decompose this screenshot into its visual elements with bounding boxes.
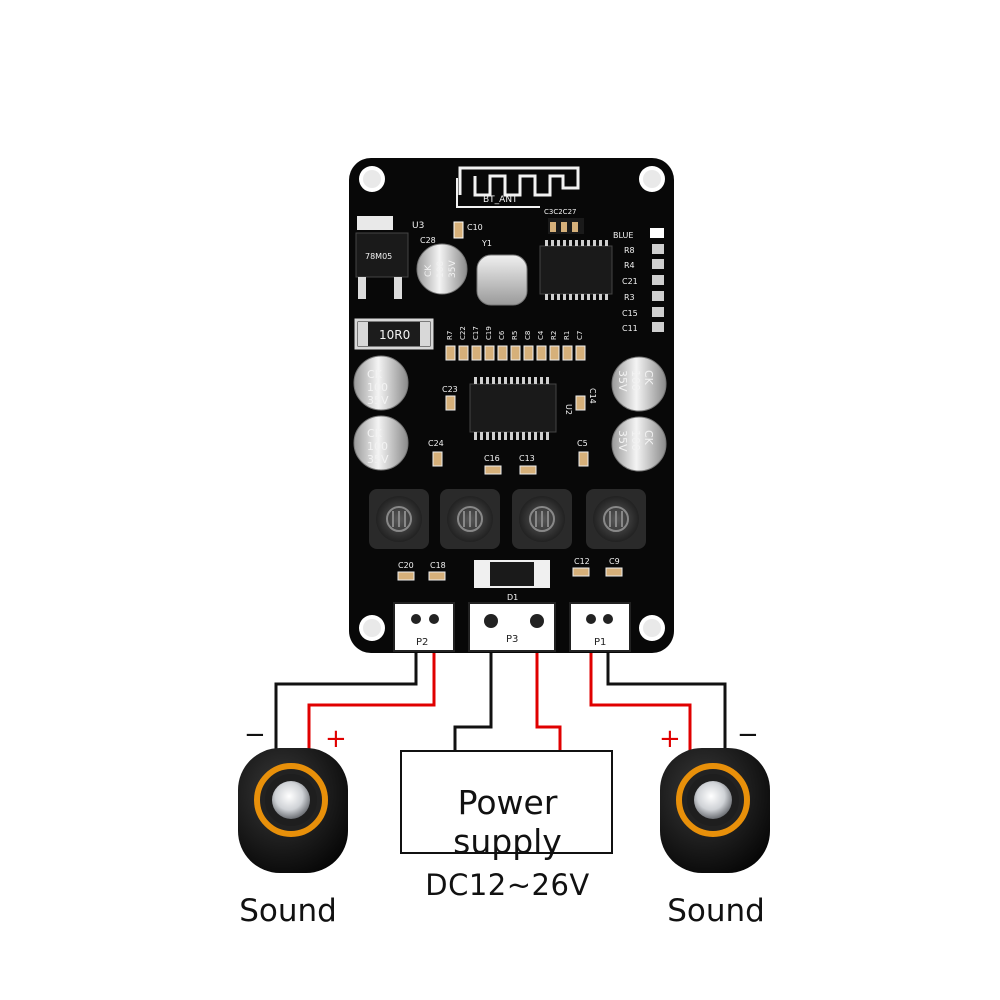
cap-c28-text-value: 100 bbox=[436, 261, 446, 278]
wire-p2-positive bbox=[307, 622, 436, 752]
cap-lt-text-ck: CK bbox=[367, 368, 383, 381]
ref-c13: C13 bbox=[519, 454, 535, 463]
ref-r4: R4 bbox=[624, 261, 635, 270]
cap-c28-text-ck: CK bbox=[424, 264, 434, 277]
ref-y1: Y1 bbox=[481, 239, 492, 248]
ref-r8: R8 bbox=[624, 246, 635, 255]
cap-rt-text-voltage: 35V bbox=[616, 370, 629, 392]
right-plus-sign: + bbox=[659, 724, 681, 754]
ref-c16: C16 bbox=[484, 454, 500, 463]
capacitor-right-bottom: CK 100 35V bbox=[611, 416, 667, 472]
cap-rt-text-value: 100 bbox=[629, 370, 642, 391]
ref-c21: C21 bbox=[622, 277, 638, 286]
cap-rb-text-ck: CK bbox=[642, 430, 655, 446]
ref-c24: C24 bbox=[428, 439, 444, 448]
wire-p3-negative bbox=[453, 624, 493, 752]
ref-c18: C18 bbox=[430, 561, 446, 570]
speaker-right bbox=[660, 748, 770, 873]
cap-lb-text-ck: CK bbox=[367, 427, 383, 440]
inductor-1 bbox=[369, 489, 429, 549]
ref-c20: C20 bbox=[398, 561, 414, 570]
left-minus-sign: − bbox=[244, 720, 266, 750]
capacitor-c28: CK 100 35V C28 bbox=[416, 236, 468, 295]
ref-row-r2: R2 bbox=[550, 331, 558, 340]
inductor-3 bbox=[512, 489, 572, 549]
left-plus-sign: + bbox=[325, 724, 347, 754]
speaker-left bbox=[238, 748, 348, 873]
cap-lt-text-value: 100 bbox=[367, 381, 388, 394]
connector-p1-label: P1 bbox=[594, 637, 606, 648]
ref-u3: U3 bbox=[412, 221, 424, 231]
ref-d1: D1 bbox=[507, 593, 518, 602]
ref-row-r5: R5 bbox=[511, 331, 519, 340]
ref-u2: U2 bbox=[564, 404, 573, 415]
inductor-2 bbox=[440, 489, 500, 549]
sound-left-label: Sound bbox=[239, 893, 337, 929]
cap-lb-text-voltage: 35V bbox=[367, 453, 389, 466]
ref-row-c7: C7 bbox=[576, 331, 584, 340]
cap-rb-text-value: 100 bbox=[629, 430, 642, 451]
crystal-y1: Y1 bbox=[476, 239, 528, 306]
ref-c9: C9 bbox=[609, 557, 620, 566]
inductor-4 bbox=[586, 489, 646, 549]
antenna-label: BT_ANT bbox=[483, 195, 518, 205]
bluetooth-chip: C3C2C27 bbox=[539, 208, 613, 300]
voltage-regulator: 78M05 U3 bbox=[355, 216, 424, 299]
cap-rb-text-voltage: 35V bbox=[616, 430, 629, 452]
led-label: BLUE bbox=[613, 231, 633, 240]
connector-p3[interactable]: P3 bbox=[468, 602, 556, 652]
capacitor-left-top: CK 100 35V bbox=[353, 355, 409, 411]
ref-row-c4: C4 bbox=[537, 330, 545, 340]
cap-rt-text-ck: CK bbox=[642, 370, 655, 386]
capacitor-right-top: CK 100 35V bbox=[611, 356, 667, 412]
ref-r3: R3 bbox=[624, 293, 635, 302]
connector-p2-label: P2 bbox=[416, 637, 428, 648]
ref-row-c8: C8 bbox=[524, 331, 532, 340]
sound-right-label: Sound bbox=[667, 893, 765, 929]
ref-c3c2c27: C3C2C27 bbox=[544, 208, 576, 216]
power-supply-label: Power supply bbox=[453, 783, 562, 861]
bluetooth-antenna: BT_ANT bbox=[456, 166, 580, 208]
power-supply-box bbox=[400, 750, 613, 854]
ref-row-r1: R1 bbox=[563, 331, 571, 340]
regulator-marking: 78M05 bbox=[365, 252, 392, 261]
connector-p3-label: P3 bbox=[506, 634, 518, 645]
ref-row-c22: C22 bbox=[459, 326, 467, 340]
resistor-marking: 10R0 bbox=[379, 328, 410, 342]
amp-caps: C23 C14 C24 C5 C16 C13 bbox=[428, 385, 597, 475]
inductors bbox=[369, 489, 646, 549]
ref-row-c17: C17 bbox=[472, 326, 480, 340]
capacitor-c10 bbox=[453, 221, 464, 239]
right-minus-sign: − bbox=[737, 720, 759, 750]
ref-row-c19: C19 bbox=[485, 326, 493, 340]
ref-c11: C11 bbox=[622, 324, 638, 333]
ref-c10: C10 bbox=[467, 223, 483, 232]
wire-p3-positive bbox=[535, 622, 562, 752]
ref-row-r7: R7 bbox=[446, 331, 454, 340]
cap-c28-text-voltage: 35V bbox=[448, 260, 458, 278]
cap-lb-text-value: 100 bbox=[367, 440, 388, 453]
ref-c5: C5 bbox=[577, 439, 588, 448]
power-resistor: 10R0 bbox=[354, 318, 434, 350]
ref-c15: C15 bbox=[622, 309, 638, 318]
wire-p1-positive bbox=[589, 622, 692, 752]
ref-c23: C23 bbox=[442, 385, 458, 394]
mounting-holes bbox=[359, 166, 665, 641]
component-row: R7 C22 C17 C19 C6 R5 C8 C4 R2 R1 C7 bbox=[445, 326, 586, 361]
ref-c28: C28 bbox=[420, 236, 436, 245]
ref-c12: C12 bbox=[574, 557, 590, 566]
ref-c14: C14 bbox=[588, 388, 597, 404]
cap-lt-text-voltage: 35V bbox=[367, 394, 389, 407]
capacitor-left-bottom: CK 100 35V bbox=[353, 415, 409, 471]
connector-p2[interactable]: P2 bbox=[393, 602, 455, 652]
amplifier-board: BT_ANT 78M05 U3 10R0 CK 100 35V C28 bbox=[349, 158, 674, 653]
amplifier-chip: U2 bbox=[469, 377, 573, 440]
bottom-caps: C20 C18 C12 C9 bbox=[397, 557, 623, 581]
right-component-column: BLUE R8 R4 C21 R3 C15 C11 bbox=[613, 228, 664, 333]
voltage-label: DC12~26V bbox=[425, 868, 590, 902]
connector-p1[interactable]: P1 bbox=[569, 602, 631, 652]
ref-row-c6: C6 bbox=[498, 330, 506, 340]
diode-d1: D1 bbox=[474, 560, 550, 602]
